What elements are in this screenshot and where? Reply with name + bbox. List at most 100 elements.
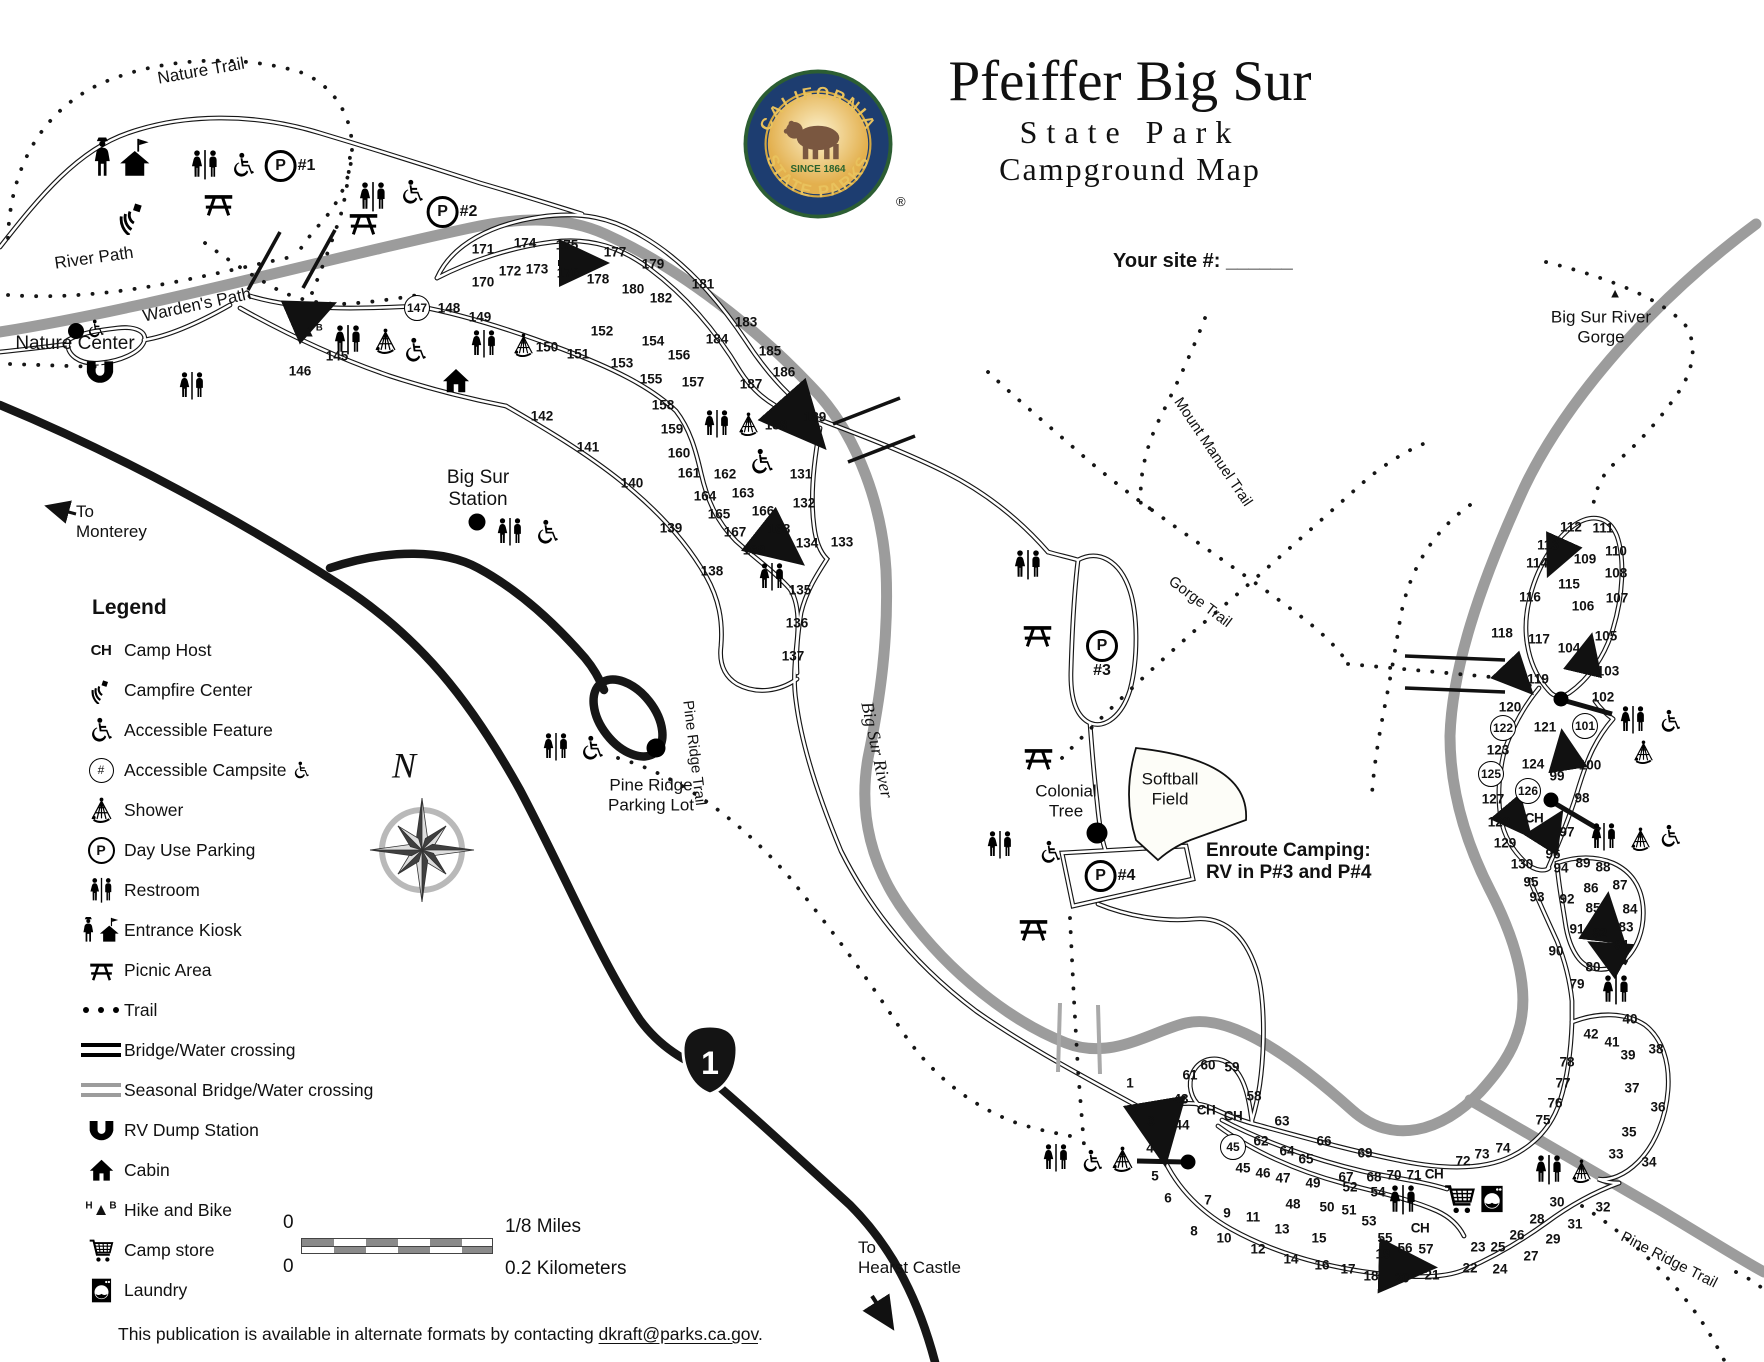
campsite-97: 97	[1559, 825, 1574, 840]
label-big-sur-station: Big SurStation	[447, 467, 509, 511]
campsite-72: 72	[1455, 1154, 1470, 1169]
campsite-49: 49	[1305, 1176, 1320, 1191]
campsite-91: 91	[1569, 922, 1584, 937]
camp-host-marker: CH	[1525, 811, 1544, 826]
campsite-154: 154	[642, 334, 665, 349]
parking-icon: P	[427, 196, 459, 228]
shower-icon	[1109, 1146, 1136, 1173]
restroom-icon	[1618, 705, 1648, 735]
campsite-26: 26	[1509, 1228, 1524, 1243]
wheelchair-icon	[1038, 840, 1063, 865]
campsite-28: 28	[1529, 1212, 1544, 1227]
campsite-138: 138	[701, 564, 724, 579]
campsite-86: 86	[1583, 881, 1598, 896]
campsite-24: 24	[1492, 1262, 1507, 1277]
campsite-158: 158	[652, 398, 675, 413]
campsite-81: 81	[1614, 938, 1629, 953]
campsite-159: 159	[661, 422, 684, 437]
campsite-141: 141	[577, 440, 600, 455]
campsite-181: 181	[692, 277, 715, 292]
campsite-30: 30	[1549, 1195, 1564, 1210]
campsite-152: 152	[591, 324, 614, 339]
shower-icon	[1569, 1159, 1594, 1184]
campsite-122-accessible: 122	[1490, 715, 1516, 741]
campsite-79: 79	[1569, 977, 1584, 992]
shower-icon	[736, 412, 761, 437]
campsite-18: 18	[1363, 1269, 1378, 1284]
campsite-113: 113	[1537, 538, 1559, 553]
hike-bike-icon: H▲B	[293, 322, 323, 341]
campsite-47: 47	[1275, 1171, 1290, 1186]
campsite-145: 145	[326, 349, 349, 364]
campsite-129: 129	[1494, 836, 1517, 851]
camp-host-marker: CH	[1425, 1167, 1444, 1182]
campsite-38: 38	[1648, 1042, 1663, 1057]
picnic-icon	[347, 206, 380, 239]
wheelchair-icon	[230, 152, 257, 179]
campsite-135: 135	[789, 583, 812, 598]
campsite-90: 90	[1548, 944, 1563, 959]
campsite-43: 43	[1173, 1092, 1188, 1107]
campsite-177: 177	[604, 245, 627, 260]
campsite-45: 45	[1235, 1161, 1250, 1176]
campsite-17: 17	[1340, 1262, 1355, 1277]
spot-dot	[1087, 823, 1108, 844]
parking-number: #4	[1118, 867, 1136, 885]
label-big-sur-river: Big Sur River	[857, 700, 898, 800]
campsite-123: 123	[1487, 743, 1510, 758]
campsite-155: 155	[640, 372, 663, 387]
campsite-189: 189	[804, 410, 827, 425]
spot-dot	[1554, 692, 1569, 707]
campsite-185: 185	[759, 344, 782, 359]
campsite-93: 93	[1529, 890, 1544, 905]
parking-icon: P	[1086, 630, 1118, 662]
campsite-4: 4	[1146, 1141, 1154, 1156]
spot-dot	[1181, 1155, 1196, 1170]
campsite-101-accessible: 101	[1572, 713, 1598, 739]
campsite-5: 5	[1151, 1169, 1159, 1184]
campsite-187: 187	[740, 377, 763, 392]
restroom-icon	[177, 371, 207, 401]
campsite-14: 14	[1283, 1252, 1298, 1267]
camp-host-marker: CH	[1224, 1109, 1243, 1124]
campsite-169: 169	[743, 543, 766, 558]
campsite-64: 64	[1279, 1144, 1294, 1159]
campsite-139: 139	[660, 521, 683, 536]
campsite-119: 119	[1527, 672, 1549, 687]
campfire-icon	[115, 199, 151, 235]
campsite-109: 109	[1574, 552, 1597, 567]
restroom-icon	[1589, 822, 1619, 852]
camp-host-marker: CH	[1411, 1221, 1430, 1236]
campsite-168: 168	[768, 522, 791, 537]
campsite-19: 19	[1375, 1247, 1390, 1262]
restroom-icon	[469, 329, 499, 359]
campsite-29: 29	[1545, 1232, 1560, 1247]
parking-icon: P	[265, 150, 297, 182]
campsite-131: 131	[790, 467, 813, 482]
campsite-2: 2	[1131, 1105, 1139, 1120]
campsite-57: 57	[1418, 1242, 1433, 1257]
label-nature-trail: Nature Trail	[156, 54, 246, 89]
campsite-8: 8	[1190, 1224, 1198, 1239]
wheelchair-icon	[1080, 1149, 1105, 1174]
campsite-116: 116	[1519, 590, 1541, 605]
label-big-sur-river-gorge: Big Sur RiverGorge	[1551, 307, 1651, 346]
label-gorge-peak: ▲	[1609, 287, 1622, 302]
campsite-163: 163	[732, 486, 755, 501]
shower-icon	[372, 328, 399, 355]
label-enroute-camping: Enroute Camping:RV in P#3 and P#4	[1206, 840, 1371, 884]
campsite-82: 82	[1592, 926, 1607, 941]
campsite-12: 12	[1250, 1242, 1265, 1257]
campsite-137: 137	[782, 649, 805, 664]
campsite-32: 32	[1595, 1200, 1610, 1215]
wheelchair-icon	[579, 735, 606, 762]
campsite-160: 160	[668, 446, 691, 461]
wheelchair-icon	[399, 179, 426, 206]
restroom-icon	[1387, 1184, 1419, 1216]
campsite-103: 103	[1597, 664, 1620, 679]
campsite-128: 128	[1488, 815, 1511, 830]
campsite-118: 118	[1491, 626, 1513, 641]
restroom-icon	[1533, 1154, 1565, 1186]
campsite-180: 180	[622, 282, 645, 297]
campsite-186: 186	[773, 365, 796, 380]
